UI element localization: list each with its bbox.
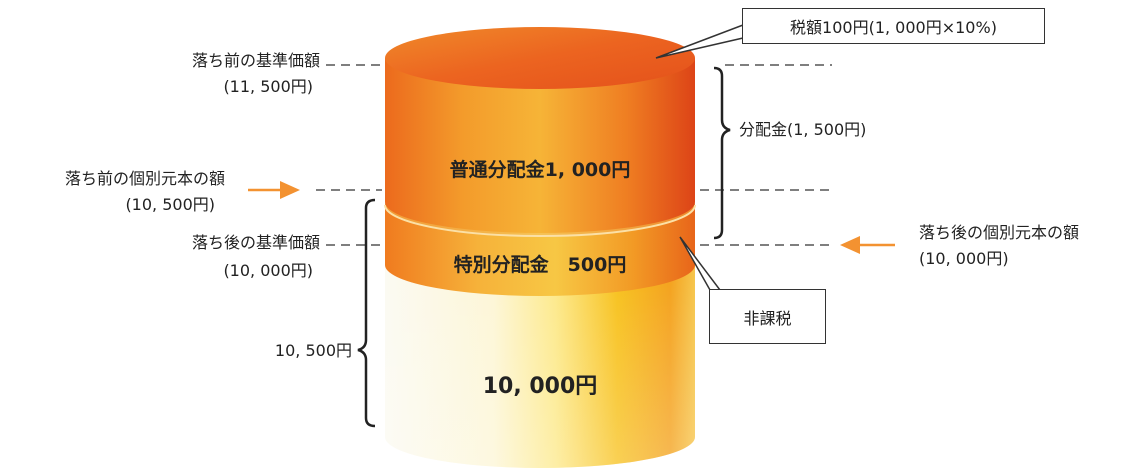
after-principal-value: (10, 000円) bbox=[919, 249, 1009, 268]
non-taxable-callout: 非課税 bbox=[709, 289, 826, 344]
before-nav-value: (11, 500円) bbox=[223, 77, 313, 96]
left-brace-label: 10, 500円 bbox=[274, 341, 352, 360]
before-principal-label: 落ち前の個別元本の額 bbox=[64, 169, 225, 188]
right-brace-label: 分配金(1, 500円) bbox=[739, 120, 867, 139]
tax-callout: 税額100円(1, 000円×10%) bbox=[742, 8, 1045, 44]
top-tier-label: 普通分配金1, 000円 bbox=[449, 159, 631, 181]
after-principal-label: 落ち後の個別元本の額 bbox=[919, 223, 1080, 242]
middle-tier-label: 特別分配金 500円 bbox=[453, 254, 627, 276]
top-tier bbox=[385, 27, 695, 233]
arrow-after-principal bbox=[840, 236, 895, 254]
right-brace bbox=[713, 66, 731, 240]
arrow-before-principal bbox=[248, 181, 300, 199]
before-principal-value: (10, 500円) bbox=[125, 195, 215, 214]
bottom-tier bbox=[385, 265, 695, 468]
tax-callout-text: 税額100円(1, 000円×10%) bbox=[790, 18, 997, 37]
after-nav-value: (10, 000円) bbox=[223, 261, 313, 280]
bottom-tier-label: 10, 000円 bbox=[482, 374, 598, 399]
non-taxable-callout-text: 非課税 bbox=[743, 308, 792, 328]
after-nav-label: 落ち後の基準価額 bbox=[191, 233, 320, 252]
before-nav-label: 落ち前の基準価額 bbox=[191, 51, 320, 70]
left-brace bbox=[357, 198, 376, 428]
